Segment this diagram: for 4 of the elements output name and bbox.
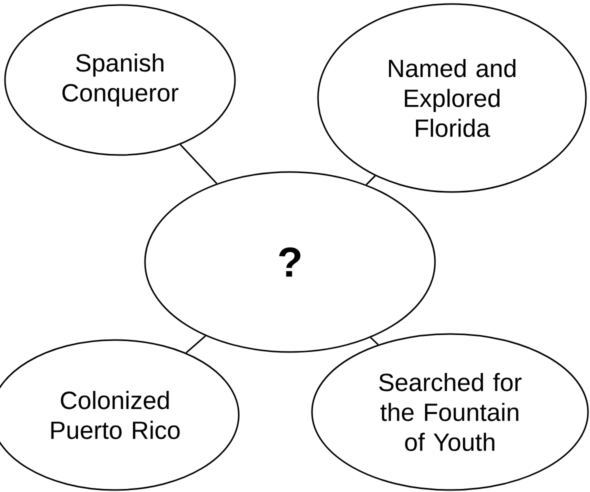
connector-line	[370, 337, 379, 346]
connector-line	[366, 175, 376, 186]
connector-line	[180, 144, 218, 184]
connector-line	[186, 335, 206, 354]
